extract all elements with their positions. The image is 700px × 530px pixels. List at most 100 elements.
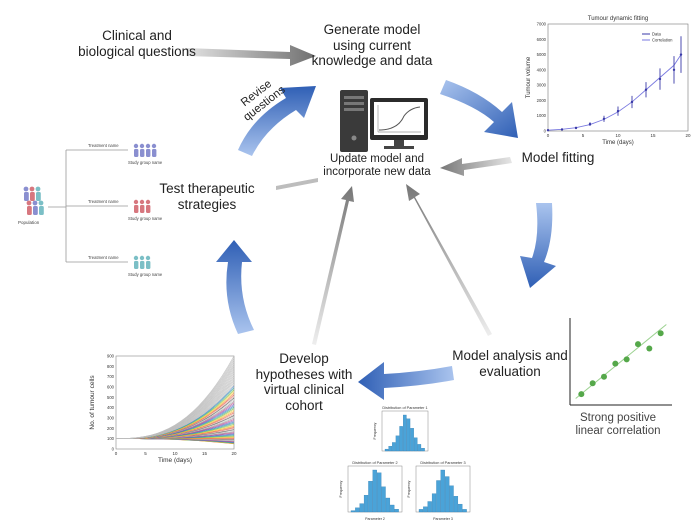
study-group-2-icon xyxy=(133,199,151,213)
cohort-ytick: 800 xyxy=(107,364,115,369)
fit-xtick: 10 xyxy=(615,133,621,138)
hist1-bar xyxy=(421,448,425,452)
corr-point xyxy=(635,341,641,348)
label-generate-model: Generate model using current knowledge a… xyxy=(311,22,433,69)
hist2-bar xyxy=(390,504,395,513)
population-icon xyxy=(23,186,44,215)
hist2-ylabel: Frequency xyxy=(339,480,343,497)
population-tree: Population Treatment name Treatment name… xyxy=(18,143,163,277)
hist2-bar xyxy=(381,486,386,513)
hist2-bar xyxy=(355,507,360,513)
corr-point xyxy=(646,345,653,352)
label-model-analysis: Model analysis and evaluation xyxy=(452,348,568,379)
cohort-ytick: 600 xyxy=(107,385,115,390)
hist1-bar xyxy=(388,446,393,452)
arrow-fitting-to-update xyxy=(440,157,512,176)
fit-data-point xyxy=(602,117,606,120)
hist1-bar xyxy=(399,426,403,452)
cohort-xtick: 0 xyxy=(115,451,118,456)
fit-ytick: 7000 xyxy=(537,22,547,27)
hist1-bar xyxy=(392,442,396,452)
cohort-ytick: 200 xyxy=(107,426,115,431)
fit-data-point xyxy=(546,129,550,132)
hist2-bar xyxy=(350,510,356,513)
arrow-test-to-generate xyxy=(238,86,316,156)
study-group-1-icon xyxy=(133,143,157,157)
corr-point xyxy=(612,360,619,367)
arrow-analysis-to-update xyxy=(406,184,492,336)
fit-ytick: 2000 xyxy=(537,98,547,103)
arrow-analysis-to-develop xyxy=(358,362,454,400)
fit-data-point xyxy=(574,126,578,130)
cohort-ytick: 900 xyxy=(107,354,115,359)
fit-legend-data: Data xyxy=(652,32,662,37)
cohort-xtick: 10 xyxy=(172,451,178,456)
fit-xtick: 15 xyxy=(650,133,656,138)
cohort-xtick: 20 xyxy=(231,451,237,456)
fit-data-point xyxy=(616,109,620,113)
fit-data-point xyxy=(672,68,676,72)
fit-data-point xyxy=(588,122,592,126)
cohort-ylabel: No. of tumour cells xyxy=(89,375,96,430)
corr-point xyxy=(601,373,607,380)
cohort-ytick: 0 xyxy=(112,447,115,452)
hist1-bar xyxy=(403,414,407,452)
fit-ytick: 3000 xyxy=(537,83,547,88)
hist1-bar xyxy=(384,448,389,452)
corr-point xyxy=(623,356,630,363)
fit-data-point xyxy=(560,128,564,131)
cohort-trajectory xyxy=(115,355,235,440)
hist3-bar xyxy=(449,485,454,513)
fit-ylabel: Tumour volume xyxy=(526,56,532,98)
hist1-bar xyxy=(395,435,400,452)
arrow-generate-to-fitting xyxy=(440,80,518,138)
cohort-ytick: 300 xyxy=(107,416,115,421)
study-group-label-3: Study group name xyxy=(128,272,163,277)
hist2-bar xyxy=(372,469,377,513)
fit-ytick: 0 xyxy=(544,129,547,134)
cohort-xtick: 15 xyxy=(202,451,208,456)
label-develop-hypotheses: Develop hypotheses with virtual clinical… xyxy=(255,351,353,413)
arrow-fitting-to-analysis xyxy=(520,203,556,288)
arrow-develop-to-test xyxy=(216,240,254,334)
label-clinical-questions: Clinical and biological questions xyxy=(78,28,196,59)
computer-icon xyxy=(340,90,428,152)
corr-point xyxy=(589,380,596,387)
cohort-ytick: 700 xyxy=(107,374,115,379)
arrow-develop-to-update xyxy=(312,186,354,345)
fit-ytick: 4000 xyxy=(537,67,547,72)
fit-title: Tumour dynamic fitting xyxy=(588,16,648,22)
cohort-ytick: 100 xyxy=(107,436,115,441)
hist3-bar xyxy=(436,480,441,513)
fit-ytick: 6000 xyxy=(537,37,547,42)
hist2-xlabel: Parameter 2 xyxy=(365,517,385,521)
hist2-bar xyxy=(363,495,369,513)
hist2-bar xyxy=(394,509,399,513)
label-update-model: Update model and incorporate new data xyxy=(323,153,431,179)
study-group-label-1: Study group name xyxy=(128,160,163,165)
fit-legend-correlation: Correlation xyxy=(652,38,673,43)
corr-trend-line xyxy=(575,324,667,399)
hist3-bar xyxy=(462,509,467,513)
arrow-clinical-to-generate xyxy=(186,45,316,66)
fit-xlabel: Time (days) xyxy=(602,140,633,146)
cohort-xtick: 5 xyxy=(144,451,147,456)
hist3-bar xyxy=(458,503,463,513)
hist3-bar xyxy=(440,469,445,513)
label-strong-correlation: Strong positive linear correlation xyxy=(575,412,661,438)
hist3-title: Distribution of Parameter 3 xyxy=(420,461,465,465)
fit-xtick: 5 xyxy=(582,133,585,138)
hist3-bar xyxy=(427,501,432,513)
corr-point xyxy=(578,391,585,398)
hist1-bar xyxy=(413,437,418,452)
study-group-3-icon xyxy=(133,255,151,269)
cohort-ytick: 500 xyxy=(107,395,115,400)
cohort-xlabel: Time (days) xyxy=(158,457,192,464)
label-test-strategies: Test therapeutic strategies xyxy=(159,181,255,212)
fit-data-point xyxy=(658,77,662,81)
hist3-xlabel: Parameter 3 xyxy=(433,517,453,521)
study-group-label-2: Study group name xyxy=(128,216,163,221)
corr-point xyxy=(657,330,664,337)
